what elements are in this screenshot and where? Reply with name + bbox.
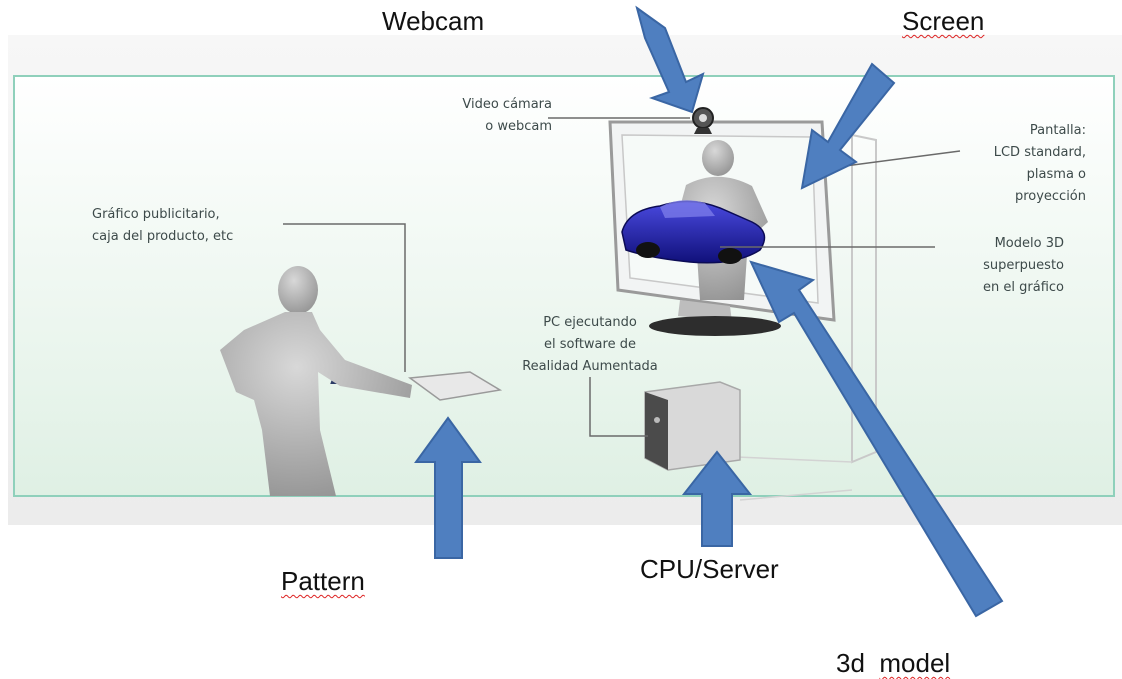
- annotation-line: Gráfico publicitario,: [92, 207, 220, 222]
- label-pattern: Pattern: [281, 566, 365, 596]
- pc-tower: [644, 381, 741, 471]
- webcam-device: [692, 107, 714, 134]
- annotation-line: Pantalla:: [1029, 123, 1086, 138]
- annotation-line: superpuesto: [983, 258, 1064, 273]
- scene-panel: [13, 75, 1115, 497]
- annotation-line: caja del producto, etc: [92, 229, 234, 244]
- label-3d-model-word: model: [879, 648, 951, 678]
- label-3d-model: 3d model: [836, 648, 950, 679]
- annotation-line: o webcam: [485, 119, 552, 134]
- arrow-screen: [800, 62, 896, 190]
- annotation-line: el software de: [544, 337, 636, 352]
- label-cpu-server: CPU/Server: [640, 554, 779, 584]
- annotation-line: Realidad Aumentada: [522, 359, 658, 374]
- arrow-3d-model: [749, 260, 1004, 618]
- annotation-line: proyección: [1014, 189, 1086, 204]
- annotation-screen: Pantalla: LCD standard, plasma o proyecc…: [958, 120, 1086, 208]
- annotation-line: LCD standard,: [993, 145, 1086, 160]
- callout-arrows: [414, 5, 1004, 618]
- annotation-line: plasma o: [1026, 167, 1086, 182]
- annotation-pc: PC ejecutando el software de Realidad Au…: [504, 312, 676, 378]
- label-webcam: Webcam: [382, 6, 485, 36]
- person-holding-pattern: [220, 266, 412, 496]
- annotation-line: Video cámara: [462, 97, 552, 112]
- label-screen: Screen: [902, 6, 985, 36]
- arrow-cpu: [681, 450, 753, 547]
- annotation-video-camera: Video cámara o webcam: [424, 94, 552, 138]
- annotation-line: PC ejecutando: [543, 315, 637, 330]
- annotation-line: en el gráfico: [983, 280, 1064, 295]
- annotation-graphic: Gráfico publicitario, caja del producto,…: [92, 204, 233, 248]
- monitor-stand: [649, 316, 781, 336]
- back-frame: [851, 133, 877, 464]
- arrow-webcam: [635, 5, 705, 114]
- arrow-pattern: [414, 416, 482, 559]
- annotation-line: Modelo 3D: [994, 236, 1064, 251]
- label-3d-model-number: 3d: [836, 648, 865, 678]
- annotation-3d-model: Modelo 3D superpuesto en el gráfico: [934, 233, 1064, 299]
